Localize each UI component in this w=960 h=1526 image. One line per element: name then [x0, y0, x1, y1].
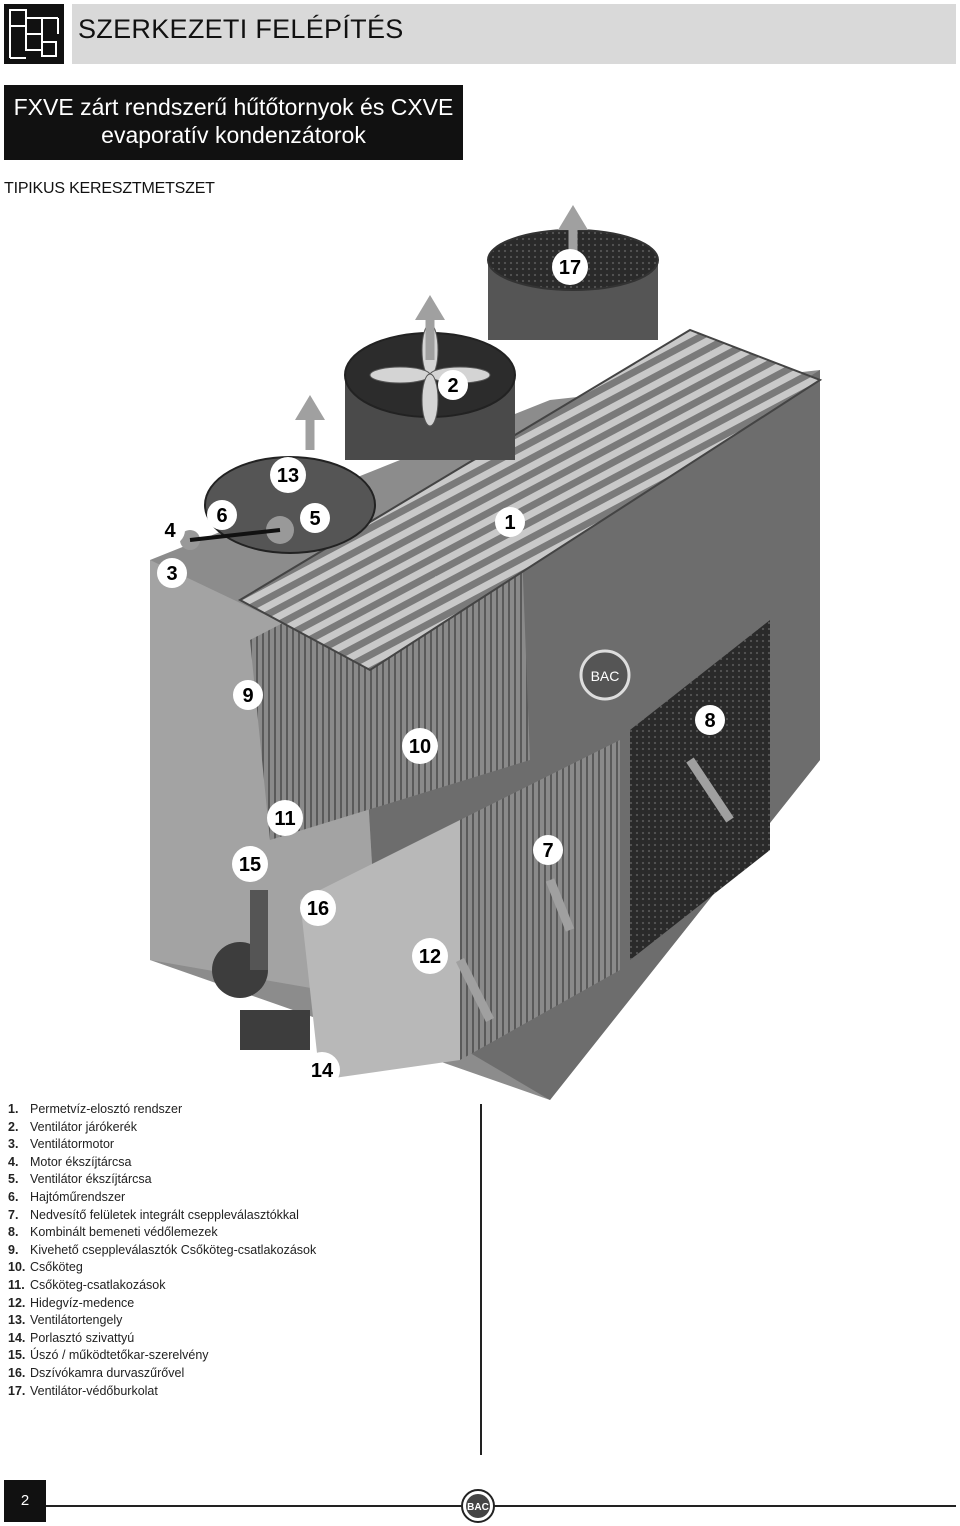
- svg-text:7: 7: [542, 840, 553, 862]
- legend-item: 7.Nedvesítő felületek integrált csepplеv…: [8, 1207, 299, 1222]
- subtitle-line-2: evaporatív kondenzátorok: [101, 122, 366, 148]
- svg-text:8: 8: [704, 710, 715, 732]
- section-label: TIPIKUS KERESZTMETSZET: [4, 180, 215, 197]
- callout-6: 6: [207, 500, 237, 530]
- svg-text:12: 12: [419, 946, 441, 968]
- svg-text:14: 14: [311, 1060, 334, 1082]
- product-subtitle: FXVE zárt rendszerű hűtőtornyok és CXVE …: [4, 85, 463, 160]
- svg-text:13: 13: [277, 465, 299, 487]
- callout-8: 8: [695, 705, 725, 735]
- cooling-tower-illustration: BAC 1 2 3 4 5 6 7 8 9 10 11 12 13 14 15 …: [150, 205, 823, 1100]
- callout-2: 2: [438, 370, 468, 400]
- legend-item: 4.Motor ékszíjtárcsa: [8, 1154, 132, 1169]
- spray-distribution-tubes: [237, 328, 823, 672]
- svg-text:16: 16: [307, 898, 329, 920]
- company-logo: [4, 4, 64, 64]
- callout-9: 9: [233, 680, 263, 710]
- legend-item: 9.Kivehető csepplеválasztók Csőköteg-csa…: [8, 1242, 317, 1257]
- svg-text:6: 6: [216, 505, 227, 527]
- legend-item: 10.Csőköteg: [8, 1260, 83, 1275]
- column-divider: [480, 1104, 482, 1455]
- callout-4: 4: [155, 515, 185, 545]
- header-band: [72, 4, 956, 64]
- legend-item: 14.Porlasztó szivattyú: [8, 1330, 135, 1345]
- footer-rule: [46, 1505, 956, 1507]
- callout-12: 12: [412, 938, 448, 974]
- callout-7: 7: [533, 835, 563, 865]
- bac-badge: BAC: [579, 649, 631, 701]
- callout-3: 3: [157, 558, 187, 588]
- callout-16: 16: [300, 890, 336, 926]
- subtitle-line-1: FXVE zárt rendszerű hűtőtornyok és CXVE: [13, 94, 454, 120]
- logo-icon: [9, 9, 59, 59]
- callout-5: 5: [300, 503, 330, 533]
- svg-text:3: 3: [166, 563, 177, 585]
- svg-text:15: 15: [239, 854, 261, 876]
- callout-15: 15: [232, 846, 268, 882]
- callout-14: 14: [304, 1052, 340, 1088]
- cold-water-basin: [300, 820, 460, 1080]
- fan-impeller-housing: [344, 323, 516, 460]
- page-number: 2: [4, 1480, 46, 1522]
- svg-text:2: 2: [447, 375, 458, 397]
- svg-text:17: 17: [559, 257, 581, 279]
- legend-item: 2.Ventilátor járókerék: [8, 1119, 138, 1134]
- svg-text:10: 10: [409, 736, 431, 758]
- svg-text:4: 4: [164, 520, 176, 542]
- callout-1: 1: [495, 507, 525, 537]
- legend-item: 17.Ventilátor-védőburkolat: [8, 1383, 158, 1398]
- legend-item: 11.Csőköteg-csatlakozások: [8, 1277, 166, 1292]
- svg-text:1: 1: [504, 512, 515, 534]
- svg-text:11: 11: [274, 808, 295, 830]
- svg-text:BAC: BAC: [591, 668, 620, 684]
- svg-text:BAC: BAC: [467, 1502, 489, 1513]
- legend-item: 1.Permetvíz-elosztó rendszer: [8, 1102, 183, 1116]
- legend-item: 6.Hajtóműrendszer: [8, 1189, 126, 1204]
- eliminator-panel: [460, 740, 620, 1060]
- legend-item: 13.Ventilátortengely: [8, 1313, 123, 1328]
- component-legend: 1.Permetvíz-elosztó rendszer 2.Ventiláto…: [8, 1101, 478, 1400]
- svg-text:9: 9: [242, 685, 253, 707]
- legend-item: 12.Hidegvíz-medence: [8, 1295, 135, 1310]
- drive-system: [180, 456, 376, 554]
- legend-item: 3.Ventilátormotor: [8, 1137, 115, 1152]
- page-title: SZERKEZETI FELÉPÍTÉS: [78, 14, 404, 44]
- callout-13: 13: [270, 457, 306, 493]
- legend-item: 8.Kombinált bemeneti védőlemezek: [8, 1225, 218, 1240]
- airflow-arrowheads: [295, 205, 588, 420]
- inlet-louvers: [630, 620, 770, 960]
- callout-17: 17: [552, 249, 588, 285]
- callout-10: 10: [402, 728, 438, 764]
- svg-text:5: 5: [309, 508, 320, 530]
- legend-item: 15.Úszó / működtetőkar-szerelvény: [8, 1348, 209, 1363]
- spray-pump: [212, 890, 310, 1050]
- bac-footer-logo-icon: BAC: [461, 1489, 495, 1523]
- callout-11: 11: [267, 800, 303, 836]
- legend-item: 16.Dszívókamra durvaszűrővel: [8, 1365, 185, 1380]
- legend-item: 5.Ventilátor ékszíjtárcsa: [8, 1172, 152, 1187]
